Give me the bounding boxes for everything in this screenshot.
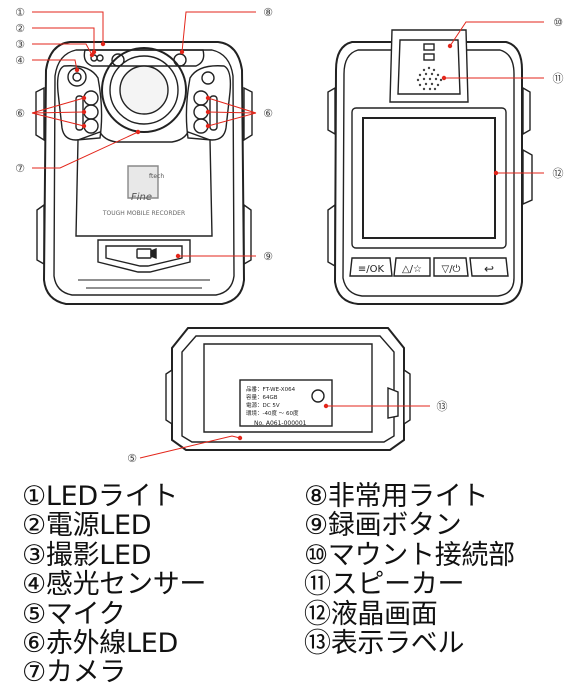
serial-number: No. A061-000001 xyxy=(254,420,307,427)
callout-marker-6-left: ⑥ xyxy=(15,107,25,120)
bottom-view xyxy=(165,327,411,451)
callout-marker-1: ① xyxy=(15,6,25,19)
callout-markers: ① ② ③ ④ ⑤ ⑥ ⑥ ⑦ ⑧ ⑨ ⑩ ⑪ ⑫ ⑬ xyxy=(15,6,563,465)
back-label: ↩ xyxy=(484,262,494,276)
tagline: TOUGH MOBILE RECORDER xyxy=(102,210,185,217)
callout-marker-9: ⑨ xyxy=(263,250,273,263)
record-button[interactable] xyxy=(97,239,191,273)
callout-marker-7: ⑦ xyxy=(15,162,25,175)
legend-item-light-sensor: ④感光センサー xyxy=(22,569,207,601)
callout-marker-3: ③ xyxy=(15,38,25,51)
mount-connector xyxy=(389,29,469,103)
legend-item-camera: ⑦カメラ xyxy=(22,657,127,689)
callout-marker-11: ⑪ xyxy=(553,72,564,85)
lcd-screen xyxy=(351,107,507,249)
legend-item-mount-connector: ⑩マウント接続部 xyxy=(304,539,515,571)
label-line-1: 品番：FT-WE-X064 xyxy=(246,386,296,393)
menu-ok-label: ≡/OK xyxy=(358,264,385,275)
label-line-4: 環境：-40度 ～ 60度 xyxy=(246,409,299,417)
legend-item-display-label: ⑬表示ラベル xyxy=(304,627,465,659)
legend-item-microphone: ⑤マイク xyxy=(22,598,126,630)
callout-marker-10: ⑩ xyxy=(553,16,563,29)
legend-item-lcd-screen: ⑫液晶画面 xyxy=(304,598,438,630)
info-label xyxy=(239,379,333,427)
legend-right: ⑧非常用ライト ⑨録画ボタン ⑩マウント接続部 ⑪スピーカー ⑫液晶画面 ⑬表示… xyxy=(304,481,515,659)
callout-marker-6-right: ⑥ xyxy=(263,107,273,120)
legend-left: ①LEDライト ②電源LED ③撮影LED ④感光センサー ⑤マイク ⑥赤外線L… xyxy=(22,482,206,688)
legend-item-recording-led: ③撮影LED xyxy=(22,539,152,571)
logo-word: Fine xyxy=(131,192,152,203)
callout-marker-5: ⑤ xyxy=(127,452,137,465)
back-button[interactable] xyxy=(469,257,509,277)
up-star-button[interactable] xyxy=(393,257,431,277)
legend-item-record-button: ⑨録画ボタン xyxy=(304,510,462,542)
fine-logo xyxy=(127,165,159,199)
callout-marker-8: ⑧ xyxy=(263,6,273,19)
down-power-label: ▽/⏻ xyxy=(442,264,461,275)
label-line-2: 容量：64GB xyxy=(246,393,278,401)
legend-item-speaker: ⑪スピーカー xyxy=(304,569,465,601)
callout-marker-13: ⑬ xyxy=(437,400,448,413)
legend-item-led-light: ①LEDライト xyxy=(22,481,178,512)
up-star-label: △/☆ xyxy=(402,264,422,275)
callout-marker-2: ② xyxy=(15,22,25,35)
front-view: ftech Fine TOUGH MOBILE RECORDER xyxy=(35,41,253,305)
callout-marker-4: ④ xyxy=(15,54,25,67)
legend-item-infrared-led: ⑥赤外線LED xyxy=(22,627,178,659)
speaker-grille xyxy=(416,66,443,91)
callout-lines xyxy=(31,11,544,459)
down-power-button[interactable] xyxy=(433,257,469,277)
logo-top-text: ftech xyxy=(149,173,164,180)
legend-item-power-led: ②電源LED xyxy=(22,510,152,542)
callout-marker-12: ⑫ xyxy=(553,167,564,180)
legend-item-emergency-light: ⑧非常用ライト xyxy=(304,481,489,512)
menu-ok-button[interactable] xyxy=(349,257,393,277)
device-diagram: ftech Fine TOUGH MOBILE RECORDER xyxy=(15,6,563,465)
label-line-3: 電源：DC 5V xyxy=(246,401,280,409)
back-view xyxy=(327,29,533,305)
